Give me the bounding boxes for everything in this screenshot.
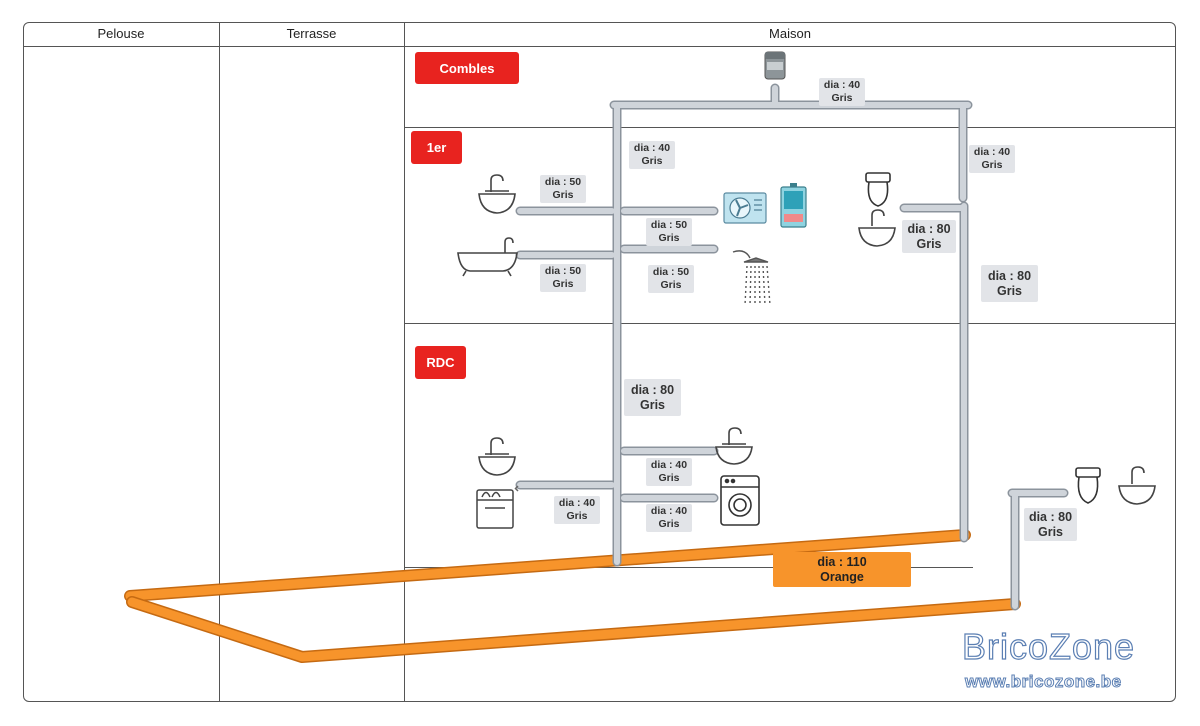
- sink-icon: [478, 174, 516, 214]
- floor-tag-combles: Combles: [415, 52, 519, 84]
- washing-machine-icon: [720, 475, 760, 526]
- floor-line-rdc: [404, 567, 973, 568]
- floor-line-1er: [404, 323, 1176, 324]
- air-conditioner-icon: [723, 192, 767, 224]
- vent-cap-icon: [764, 51, 786, 80]
- column-divider-2: [404, 22, 405, 702]
- sink-icon: [478, 437, 516, 476]
- main-drain-pipe: [124, 529, 1021, 663]
- bathtub-icon: [457, 237, 518, 277]
- column-terrasse: Terrasse: [286, 26, 337, 41]
- grey-pipes: [515, 83, 1069, 611]
- watermark-brand: BricoZone: [961, 625, 1136, 667]
- watermark-url: www.bricozone.be: [965, 672, 1122, 692]
- floor-line-combles: [404, 127, 1176, 128]
- sink-icon: [715, 427, 753, 465]
- toilet-icon: [865, 172, 891, 207]
- toilet-icon: [1075, 467, 1101, 504]
- column-maison: Maison: [769, 26, 811, 41]
- dishwasher-icon: [476, 485, 519, 529]
- floor-tag-1er: 1er: [411, 131, 462, 164]
- column-pelouse: Pelouse: [97, 26, 145, 41]
- column-divider-1: [219, 22, 220, 702]
- shower-icon: [732, 250, 771, 306]
- water-heater-icon: [780, 183, 807, 228]
- sink-icon: [1118, 466, 1156, 505]
- floor-tag-rdc: RDC: [415, 346, 466, 379]
- sink-icon: [858, 209, 896, 247]
- header-divider: [23, 46, 1176, 47]
- diagram-frame: [23, 22, 1176, 702]
